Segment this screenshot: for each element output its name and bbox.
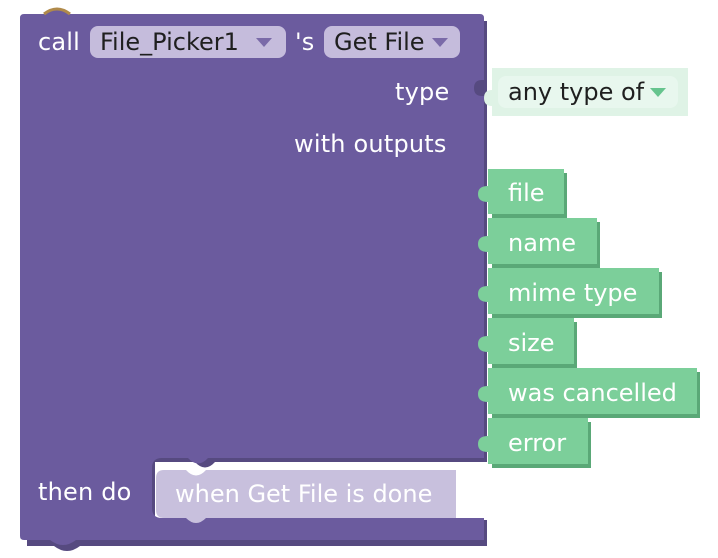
output-block-size[interactable] — [478, 318, 574, 364]
output-block-mime[interactable] — [478, 268, 659, 314]
chevron-down-icon — [256, 38, 272, 47]
method-dropdown-value: Get File — [334, 28, 425, 56]
notch-edge — [43, 7, 71, 16]
output-label-name: name — [508, 229, 577, 257]
call-label: call — [38, 28, 81, 56]
type-dropdown[interactable]: any type of — [498, 76, 678, 108]
output-block-name[interactable] — [478, 218, 597, 264]
output-block-error[interactable] — [478, 418, 588, 464]
output-blocks — [478, 169, 700, 468]
type-dropdown-value: any type of — [508, 78, 645, 106]
method-dropdown[interactable]: Get File — [324, 26, 460, 58]
then-do-statement-block[interactable] — [156, 470, 456, 523]
possessive-label: 's — [295, 28, 315, 56]
output-label-was-cancelled: was cancelled — [508, 379, 677, 407]
output-label-size: size — [508, 329, 555, 357]
type-label: type — [395, 78, 450, 106]
chevron-down-icon — [650, 88, 666, 97]
output-block-file[interactable] — [478, 169, 564, 214]
procedure-block[interactable] — [20, 9, 484, 545]
then-do-label: then do — [38, 478, 132, 506]
output-label-mime-type: mime type — [508, 279, 638, 307]
component-dropdown-value: File_Picker1 — [100, 28, 239, 56]
then-do-statement-label: when Get File is done — [175, 480, 433, 508]
chevron-down-icon — [432, 38, 448, 47]
with-outputs-label: with outputs — [294, 130, 447, 158]
component-dropdown[interactable]: File_Picker1 — [90, 26, 286, 58]
output-label-error: error — [508, 429, 567, 457]
output-block-cancelled[interactable] — [478, 368, 697, 414]
output-label-file: file — [508, 179, 545, 207]
